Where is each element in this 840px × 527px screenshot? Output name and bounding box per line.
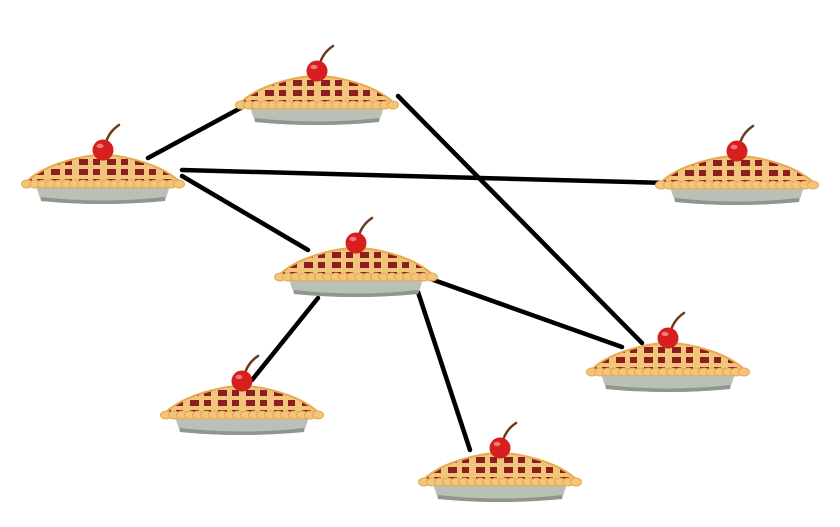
edge-pie-center-to-pie-bottom-left <box>249 295 321 383</box>
edge-pie-center-to-pie-bottom <box>415 289 473 453</box>
cherry-icon <box>345 232 367 254</box>
cherry-icon <box>231 370 253 392</box>
pie-crust-rim-icon <box>160 410 324 420</box>
pie-crust-rim-icon <box>274 272 438 282</box>
cherry-highlight <box>96 143 104 149</box>
cherry-highlight <box>349 236 357 242</box>
cherry-highlight <box>661 331 669 337</box>
pie-bottom-left-node <box>160 354 324 435</box>
cherry-icon <box>489 437 511 459</box>
cherry-highlight <box>235 374 243 380</box>
pie-crust-rim-icon <box>235 100 399 110</box>
pie-mid-right-node <box>586 311 750 392</box>
pie-crust-rim-icon <box>586 367 750 377</box>
edge-pie-left-to-pie-center <box>179 173 311 253</box>
cherry-icon <box>726 140 748 162</box>
pie-crust-rim-icon <box>418 477 582 487</box>
pie-tin-shadow <box>438 495 562 502</box>
edge-layer <box>145 93 671 453</box>
pie-tin-shadow <box>294 290 418 297</box>
edge-pie-left-to-pie-top <box>145 101 251 161</box>
cherry-highlight <box>493 441 501 447</box>
edge-pie-top-to-pie-mid-right <box>395 93 645 346</box>
pie-left-node <box>21 123 185 204</box>
pie-tin-shadow <box>675 198 799 205</box>
pie-tin-shadow <box>606 385 730 392</box>
pie-tin-shadow <box>41 197 165 204</box>
pie-tin-shadow <box>180 428 304 435</box>
cherry-highlight <box>730 144 738 150</box>
cherry-icon <box>92 139 114 161</box>
pie-top-node <box>235 44 399 125</box>
cherry-icon <box>657 327 679 349</box>
pie-crust-rim-icon <box>655 180 819 190</box>
pie-tin-shadow <box>255 118 379 125</box>
cherry-icon <box>306 60 328 82</box>
pie-right-node <box>655 124 819 205</box>
pie-center-node <box>274 216 438 297</box>
pie-bottom-node <box>418 421 582 502</box>
edge-pie-left-to-pie-right <box>179 167 671 186</box>
node-layer <box>21 44 819 502</box>
cherry-highlight <box>310 64 318 70</box>
edge-pie-center-to-pie-mid-right <box>425 275 625 350</box>
pie-crust-rim-icon <box>21 179 185 189</box>
